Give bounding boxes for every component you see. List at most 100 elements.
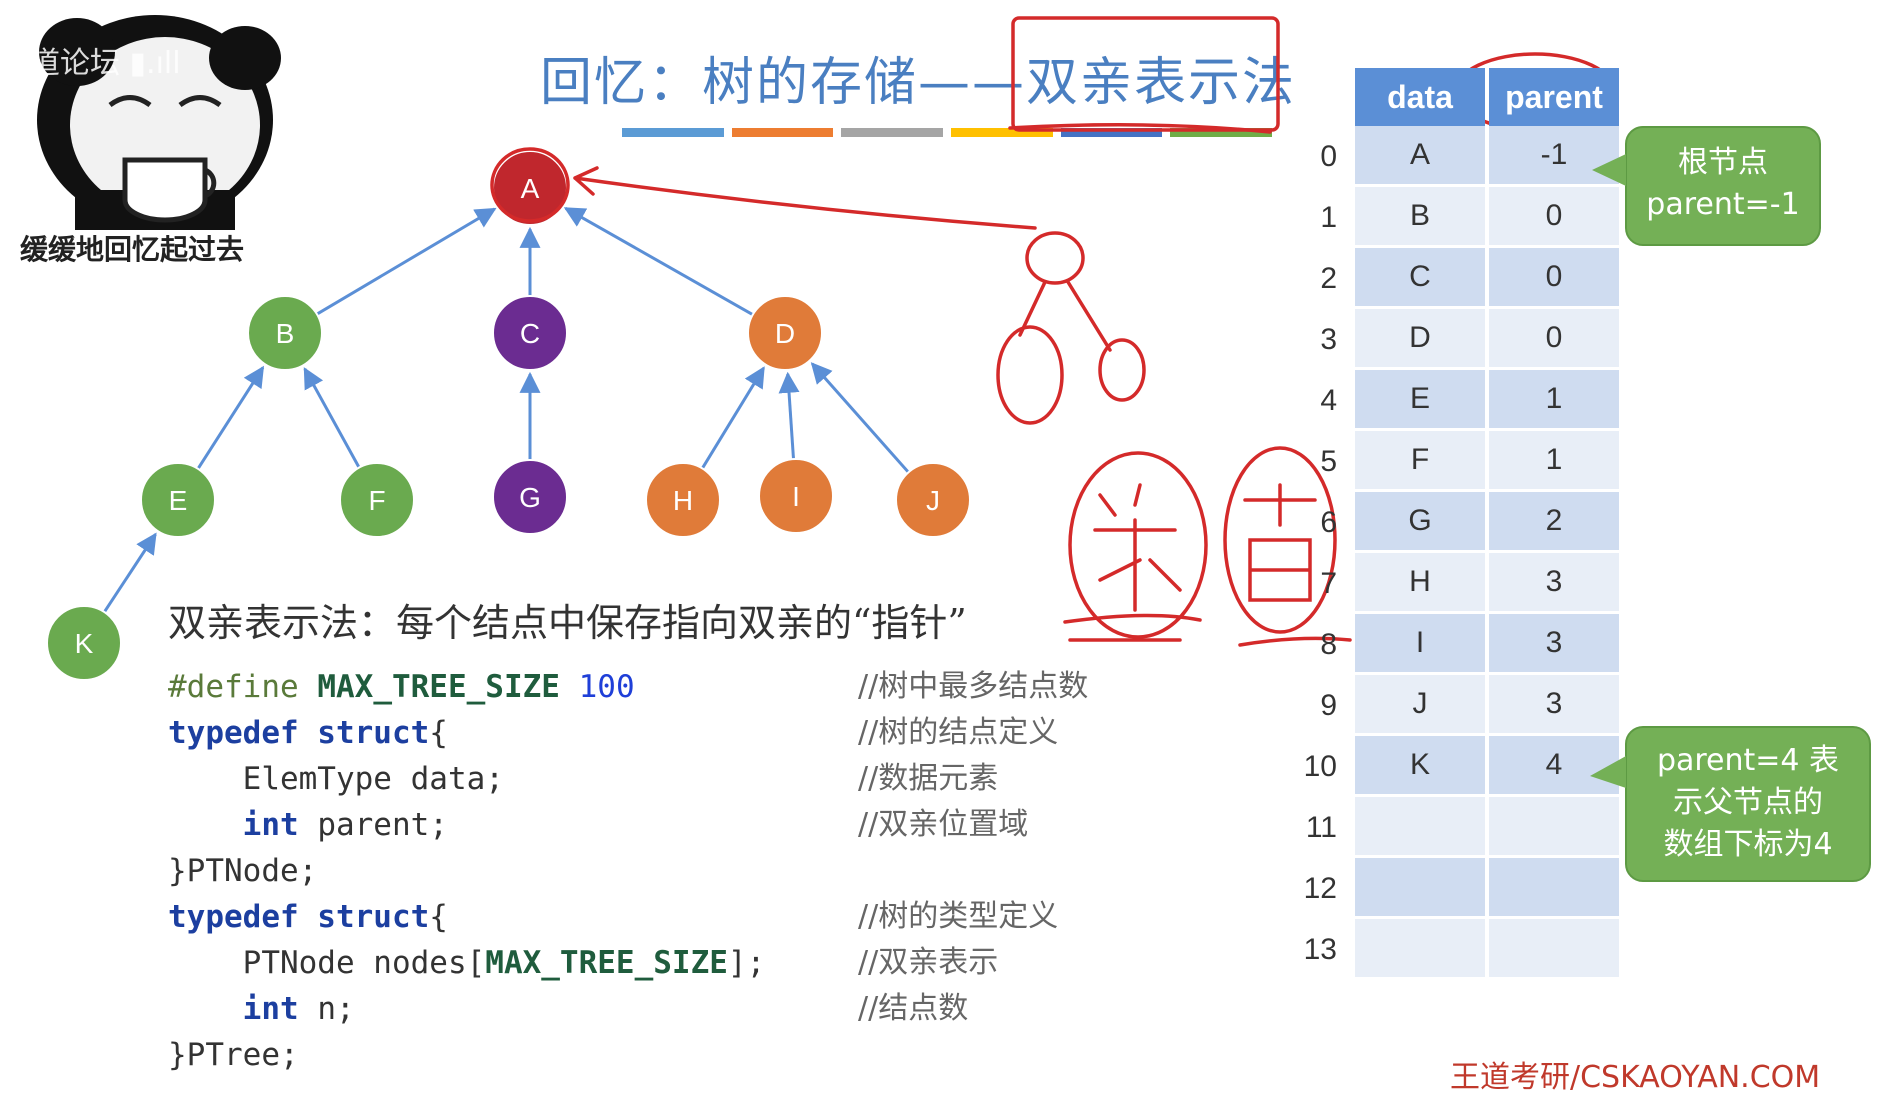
code-line: int parent;//双亲位置域 [168,802,1029,848]
tree-node-label: J [926,485,940,516]
table-row-index: 3 [1320,323,1337,356]
table-cell-parent: 4 [1489,736,1619,794]
table-cell-parent: 2 [1489,492,1619,550]
table-header-row: data parent [1287,68,1623,126]
tree-node-circle [492,459,568,535]
code-keyword: typedef struct [168,715,430,751]
color-bar-segment [1170,128,1273,137]
tree-node-label: F [368,485,385,516]
code-comment: //双亲表示 [858,945,999,980]
table-cell-data: B [1355,187,1485,245]
table-row-index: 5 [1320,445,1337,478]
tree-node-label: A [521,173,540,204]
table-cell-parent: 3 [1489,614,1619,672]
table-cell-data: H [1355,553,1485,611]
tree-node-label: K [75,628,94,659]
tree-node-label: I [792,481,800,512]
code-text: ElemType data; [168,761,504,797]
code-line: int n;//结点数 [168,986,969,1032]
callout-text: parent=-1 [1646,187,1800,222]
tree-node-label: C [520,318,540,349]
watermark-text: 王道考研/CSKAOYAN.COM [1450,1060,1821,1095]
table-cell-data: I [1355,614,1485,672]
code-comment: //数据元素 [858,761,999,796]
tree-node-i: I [758,458,834,534]
tree-node-f: F [339,462,415,538]
table-row-index: 9 [1320,689,1337,722]
tree-node-label: B [276,318,295,349]
meme-caption: 缓缓地回忆起过去 [20,233,245,266]
table-row-index: 8 [1320,628,1337,661]
code-line: ElemType data; //数据元素 [168,756,999,802]
annotation-circle-node-a [490,147,570,223]
table-cell-data: J [1355,675,1485,733]
code-line: typedef struct{//树的结点定义 [168,710,1058,756]
annotation-small-tree-right [1098,338,1146,402]
code-text: n; [298,991,355,1027]
tree-node-label: H [673,485,693,516]
annotation-circle-char-2 [1223,446,1337,634]
table-row: 11 [1287,797,1623,858]
annotation-char-1-strokes [1093,483,1182,612]
tree-edge-b-a [316,207,497,316]
tree-node-circle [339,462,415,538]
code-text: }PTNode; [168,853,318,889]
code-macro: MAX_TREE_SIZE [317,669,560,705]
table-cell-parent: -1 [1489,126,1619,184]
callout-root-node: 根节点 parent=-1 [1625,126,1821,246]
code-line: typedef struct{//树的类型定义 [168,894,1058,940]
tree-node-circle [758,458,834,534]
table-cell-parent: 3 [1489,675,1619,733]
slide-title: 回忆：树的存储——双亲表示法 [540,53,1297,113]
table-cell-data: F [1355,431,1485,489]
table-row-index: 0 [1320,140,1337,173]
table-cell-data [1355,797,1485,855]
tree-node-circle [492,295,568,371]
annotation-arrow-to-a [573,166,1037,230]
table-row-index: 12 [1303,872,1337,905]
tree-edge-d-a [563,206,754,317]
tree-node-k: K [46,605,122,681]
table-cell-parent [1489,919,1619,977]
tree-node-circle [895,462,971,538]
annotation-circle-char-1 [1068,451,1208,639]
code-number: 100 [578,669,635,705]
code-comment: //结点数 [858,991,969,1026]
code-line: PTNode nodes[MAX_TREE_SIZE];//双亲表示 [168,940,999,986]
tree-node-circle [140,462,216,538]
tree-edge-j-d [810,362,910,474]
code-text: ]; [727,945,766,981]
table-cell-data: D [1355,309,1485,367]
table-cell-parent: 3 [1489,553,1619,611]
callout-parent-index: parent=4 表 示父节点的 数组下标为4 [1625,726,1871,882]
table-row-index: 1 [1320,201,1337,234]
code-text: { [429,715,448,751]
tree-edge-i-d [778,371,800,460]
code-text: }PTree; [168,1037,299,1073]
table-cell-parent [1489,797,1619,855]
color-bar-segment [731,128,834,137]
annotation-small-tree-root [1025,231,1085,285]
table-row-index: 11 [1305,811,1337,844]
table-cell-data: K [1355,736,1485,794]
table-cell-data: A [1355,126,1485,184]
description-text: 双亲表示法：每个结点中保存指向双亲的“指针” [168,601,967,645]
tree-edges [103,206,910,613]
tree-edge-e-b [196,365,265,470]
callout-text: 示父节点的 [1673,785,1823,820]
code-text: PTNode nodes[ [168,945,486,981]
handwritten-annotations [490,16,1617,647]
annotation-small-tree-edges [1018,280,1112,352]
code-preprocessor: #define [168,669,299,705]
color-bar-segment [622,128,724,137]
callout-parent-pointer [1590,756,1626,788]
